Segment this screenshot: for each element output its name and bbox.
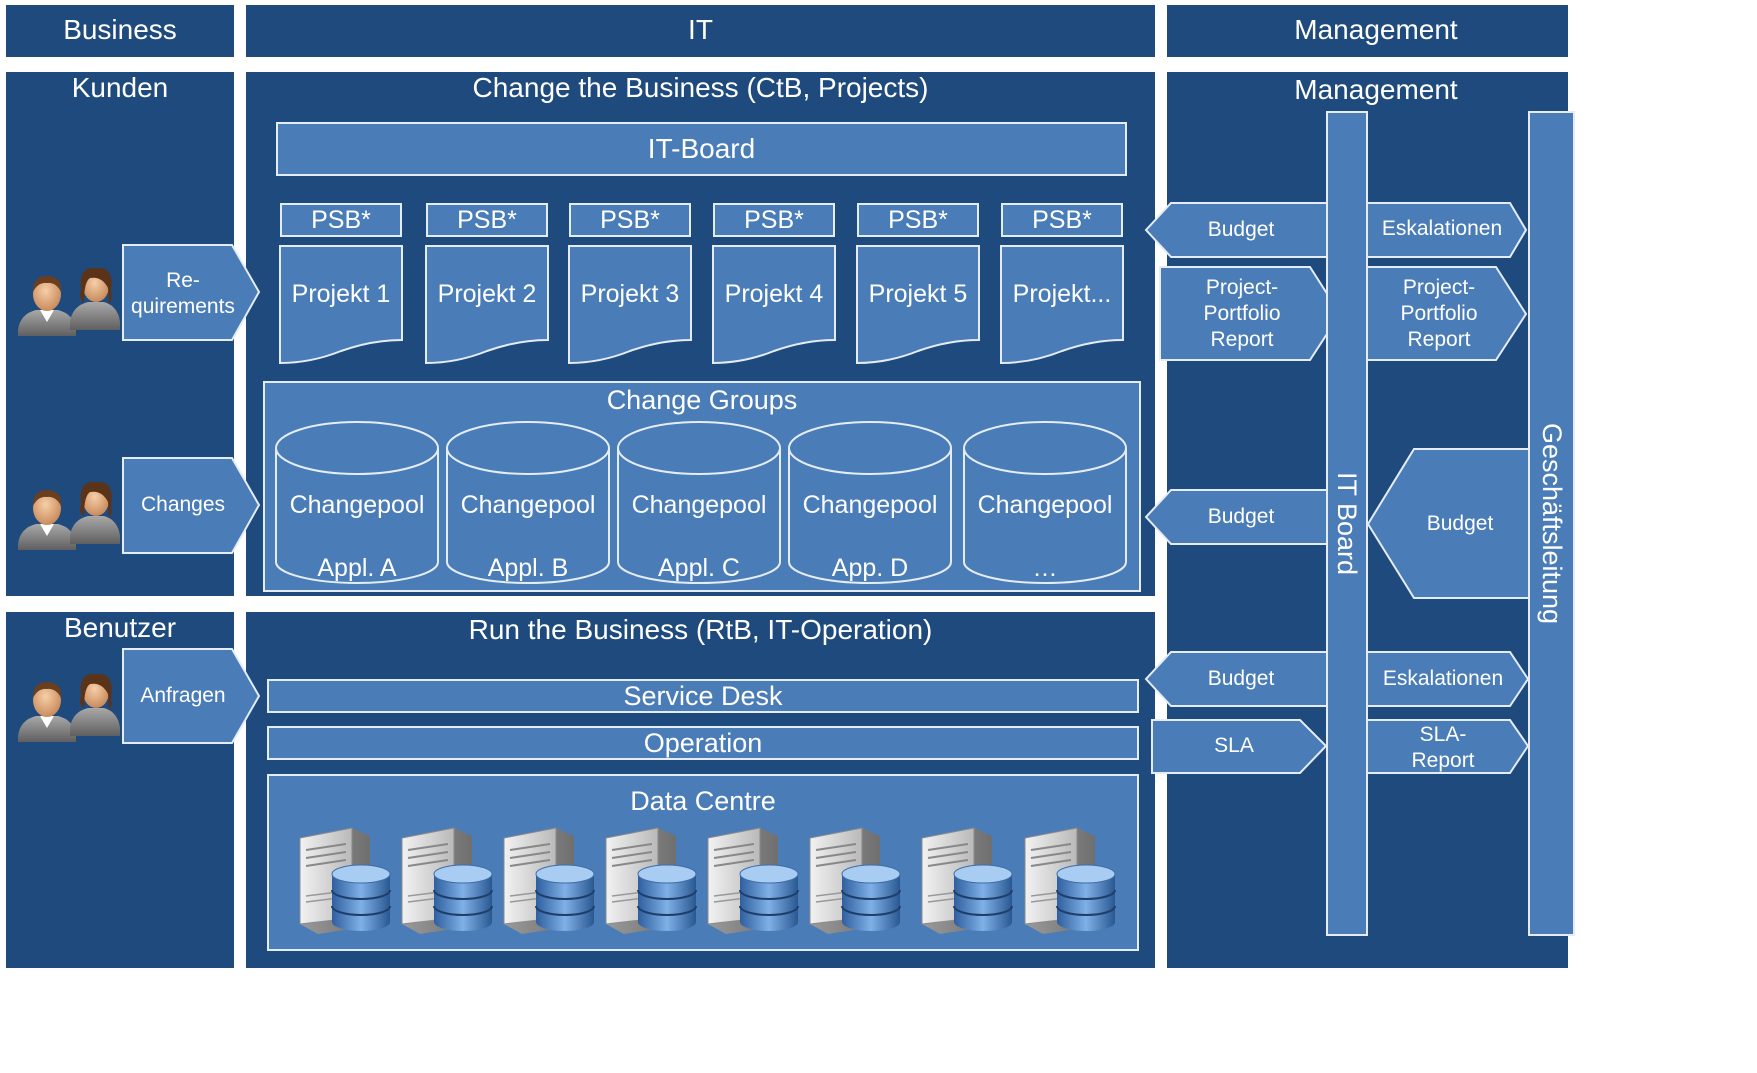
project-label: Projekt 3 bbox=[580, 280, 680, 308]
kunden-panel bbox=[6, 72, 234, 596]
kunden-title: Kunden bbox=[71, 72, 169, 103]
it-board-text: IT Board bbox=[1332, 471, 1363, 576]
sla-report-label: SLA- Report bbox=[1367, 722, 1519, 774]
psb-box: PSB* bbox=[569, 203, 691, 237]
project-label: Projekt 5 bbox=[868, 280, 968, 308]
geschaeftsleitung-text: Geschäftsleitung bbox=[1537, 422, 1567, 625]
management-header: Management bbox=[1294, 14, 1458, 45]
psb-box: PSB* bbox=[280, 203, 402, 237]
business-header: Business bbox=[63, 14, 177, 45]
changepool-line-2: App. D bbox=[831, 554, 909, 582]
changepool-line-2: Appl. C bbox=[658, 554, 740, 582]
changepool-label: Changepool Appl. A bbox=[276, 474, 438, 600]
ppr-label: Project- Portfolio Report bbox=[1160, 275, 1324, 353]
ppr-line-1: Project- bbox=[1205, 276, 1279, 299]
changepool-label: Changepool Appl. B bbox=[447, 474, 609, 600]
psb-box: PSB* bbox=[857, 203, 979, 237]
ppr-line-2: Portfolio bbox=[1400, 302, 1478, 325]
benutzer-title: Benutzer bbox=[63, 612, 177, 643]
project-label: Projekt 2 bbox=[437, 280, 537, 308]
requirements-line-1: Re- bbox=[166, 269, 200, 292]
it-board-vertical-label: IT Board bbox=[1327, 112, 1367, 935]
budget-label: Budget bbox=[1207, 218, 1275, 241]
sla-report-line-2: Report bbox=[1411, 749, 1475, 772]
budget-label: Budget bbox=[1207, 667, 1275, 690]
changepool-line-1: Changepool bbox=[289, 491, 425, 519]
changepool-label: Changepool Appl. C bbox=[618, 474, 780, 600]
rtb-title: Run the Business (RtB, IT-Operation) bbox=[468, 614, 933, 645]
service-desk-box: Service Desk bbox=[267, 679, 1139, 713]
psb-box: PSB* bbox=[713, 203, 835, 237]
management-title: Management bbox=[1294, 74, 1458, 105]
ppr-line-2: Portfolio bbox=[1203, 302, 1281, 325]
anfragen-label: Anfragen bbox=[140, 684, 226, 707]
psb-box: PSB* bbox=[1001, 203, 1123, 237]
project-label: Projekt... bbox=[1012, 280, 1112, 308]
sla-report-line-1: SLA- bbox=[1419, 723, 1467, 746]
management-header-panel bbox=[1167, 5, 1568, 57]
changepool-label: Changepool App. D bbox=[789, 474, 951, 600]
it-board-box: IT-Board bbox=[276, 122, 1127, 176]
change-groups-title: Change Groups bbox=[606, 385, 798, 415]
eskalationen-label: Eskalationen bbox=[1382, 667, 1504, 690]
project-label: Projekt 4 bbox=[724, 280, 824, 308]
budget-label: Budget bbox=[1207, 505, 1275, 528]
eskalationen-label: Eskalationen bbox=[1381, 217, 1503, 240]
data-centre-title: Data Centre bbox=[630, 786, 776, 816]
ppr-line-1: Project- bbox=[1402, 276, 1476, 299]
changepool-line-1: Changepool bbox=[460, 491, 596, 519]
ctb-title: Change the Business (CtB, Projects) bbox=[472, 72, 929, 103]
business-header-panel bbox=[6, 5, 234, 57]
operation-box: Operation bbox=[267, 726, 1139, 760]
project-label: Projekt 1 bbox=[291, 280, 391, 308]
benutzer-panel bbox=[6, 612, 234, 968]
requirements-line-2: quirements bbox=[131, 295, 235, 318]
changepool-line-2: … bbox=[1032, 554, 1058, 582]
changepool-line-2: Appl. A bbox=[317, 554, 397, 582]
changepool-line-1: Changepool bbox=[977, 491, 1113, 519]
it-header: IT bbox=[688, 14, 713, 45]
budget-label: Budget bbox=[1426, 512, 1494, 535]
it-header-panel bbox=[246, 5, 1155, 57]
requirements-label: Re- quirements bbox=[123, 268, 243, 320]
changepool-line-1: Changepool bbox=[802, 491, 938, 519]
changepool-line-1: Changepool bbox=[631, 491, 767, 519]
geschaeftsleitung-vertical-label: Geschäftsleitung bbox=[1529, 112, 1574, 935]
changepool-label: Changepool … bbox=[964, 474, 1126, 600]
ppr-line-3: Report bbox=[1210, 328, 1274, 351]
sla-label: SLA bbox=[1214, 734, 1254, 757]
changepool-line-2: Appl. B bbox=[487, 554, 569, 582]
psb-box: PSB* bbox=[426, 203, 548, 237]
ppr-line-3: Report bbox=[1407, 328, 1471, 351]
changes-label: Changes bbox=[140, 493, 226, 516]
ppr-label: Project- Portfolio Report bbox=[1367, 275, 1511, 353]
